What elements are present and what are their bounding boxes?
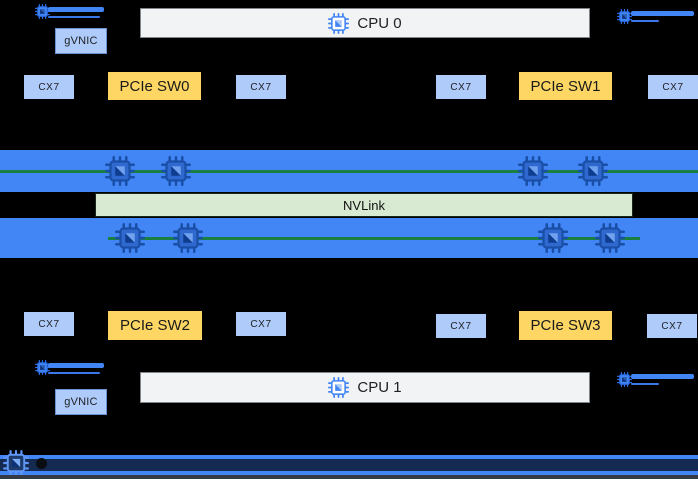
network-uplink-icon — [617, 372, 632, 387]
network-uplink-icon — [617, 9, 632, 24]
gpu-band-bottom — [0, 218, 698, 258]
cpu-chip-icon — [328, 377, 349, 398]
cx7-nic: CX7 — [24, 312, 74, 336]
cpu-chip-icon — [328, 13, 349, 34]
cpu1-box: CPU 1 — [140, 372, 590, 403]
cx7-label: CX7 — [38, 318, 60, 330]
gvnic-label: gVNIC — [64, 35, 98, 47]
bottom-edge — [0, 475, 698, 479]
pcie-switch-2: PCIe SW2 — [108, 311, 202, 340]
uplink-line — [631, 20, 659, 22]
gpu-chip-icon — [115, 223, 145, 253]
gvnic-box-top: gVNIC — [55, 28, 107, 54]
gpu-chip-icon — [578, 156, 608, 186]
gpu-chip-icon — [595, 223, 625, 253]
uplink-line — [48, 7, 104, 12]
network-uplink-bottom-left — [35, 359, 107, 377]
pcie-sw-label: PCIe SW0 — [119, 77, 190, 95]
gpu-chip-icon — [105, 156, 135, 186]
gpu-chip-icon — [518, 156, 548, 186]
gpu-chip-icon — [161, 156, 191, 186]
cx7-nic: CX7 — [648, 75, 698, 99]
uplink-line — [48, 363, 104, 368]
cx7-nic: CX7 — [436, 75, 486, 99]
uplink-line — [631, 374, 694, 379]
network-uplink-top-left — [35, 3, 107, 21]
unreadable-glyph — [36, 458, 47, 469]
gpu-band-top — [0, 150, 698, 192]
cx7-nic: CX7 — [236, 75, 286, 99]
gpu-chip-icon — [173, 223, 203, 253]
cx7-nic: CX7 — [24, 75, 74, 99]
cx7-nic: CX7 — [236, 312, 286, 336]
gvnic-label: gVNIC — [64, 396, 98, 408]
cpu1-label: CPU 1 — [357, 379, 402, 396]
offload-band — [0, 455, 698, 475]
pcie-sw-label: PCIe SW1 — [530, 77, 601, 95]
cx7-label: CX7 — [250, 318, 272, 330]
pcie-switch-3: PCIe SW3 — [519, 311, 612, 340]
uplink-line — [48, 372, 100, 374]
pcie-switch-0: PCIe SW0 — [108, 72, 201, 100]
network-uplink-top-right — [617, 8, 697, 26]
cpu0-label: CPU 0 — [357, 14, 402, 32]
cx7-nic: CX7 — [436, 314, 486, 338]
cx7-label: CX7 — [38, 81, 60, 93]
pcie-sw-label: PCIe SW3 — [530, 317, 601, 334]
nvlink-line — [108, 237, 640, 240]
uplink-line — [631, 383, 659, 385]
cx7-nic: CX7 — [647, 314, 697, 338]
pcie-sw-label: PCIe SW2 — [119, 317, 191, 334]
uplink-line — [48, 16, 100, 18]
nvlink-line — [0, 170, 698, 173]
gvnic-box-bottom: gVNIC — [55, 389, 107, 415]
network-uplink-bottom-right — [617, 371, 697, 389]
offload-chip-icon — [3, 450, 29, 476]
cx7-label: CX7 — [661, 320, 683, 332]
cx7-label: CX7 — [662, 81, 684, 93]
uplink-line — [631, 11, 694, 16]
nvlink-bar: NVLink — [95, 193, 633, 217]
cpu0-box: CPU 0 — [140, 8, 590, 38]
cx7-label: CX7 — [450, 81, 472, 93]
cx7-label: CX7 — [450, 320, 472, 332]
cx7-label: CX7 — [250, 81, 272, 93]
gpu-chip-icon — [538, 223, 568, 253]
pcie-switch-1: PCIe SW1 — [519, 72, 612, 100]
nvlink-label: NVLink — [343, 197, 385, 213]
